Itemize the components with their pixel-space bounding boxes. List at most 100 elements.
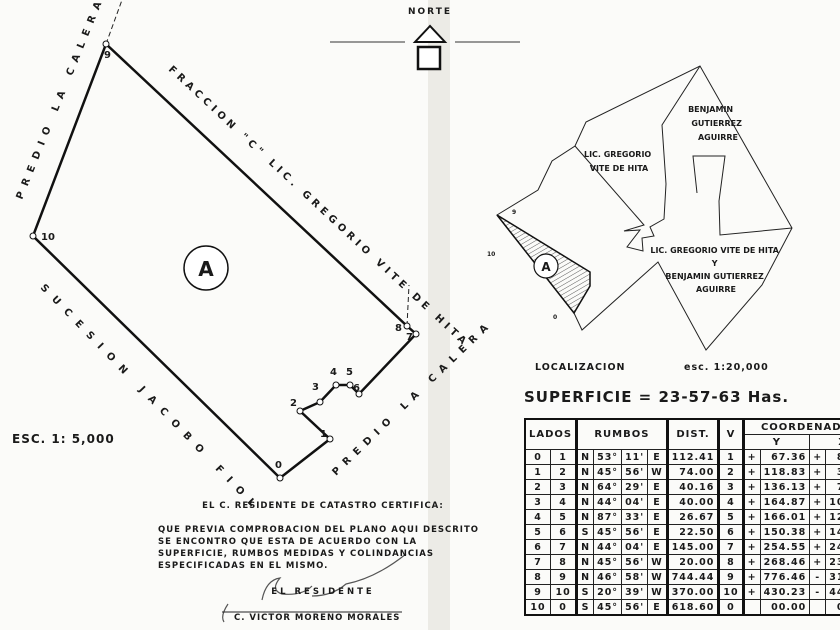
cell-y: 118.83	[759, 464, 811, 480]
cell-a: 9	[524, 584, 552, 600]
cell-sx: -	[809, 569, 827, 585]
cell-deg: 64°	[593, 479, 623, 495]
cell-sx: +	[809, 524, 827, 540]
cell-a: 8	[524, 569, 552, 585]
cell-sy: +	[741, 524, 761, 540]
cell-y: 150.38	[759, 524, 811, 540]
cell-x: 244.54	[825, 539, 840, 555]
vertex-marker	[355, 390, 363, 398]
vertex-label: 9	[104, 50, 111, 61]
vertex-label: 3	[312, 382, 319, 393]
vertex-marker	[102, 40, 110, 48]
cell-sy: +	[741, 509, 761, 525]
cell-ns: S	[575, 599, 595, 616]
vertex-label: 6	[353, 383, 360, 394]
cell-sy: +	[741, 494, 761, 510]
cell-ns: S	[575, 524, 595, 540]
location-scale: esc. 1:20,000	[684, 362, 769, 373]
cell-v: 0	[717, 599, 744, 616]
dashed-extension	[105, 0, 123, 45]
cell-v: 6	[717, 524, 744, 540]
cell-x: 444.48	[825, 584, 840, 600]
cell-ns: N	[575, 569, 595, 585]
cell-sx: +	[809, 479, 827, 495]
cell-y: 430.23	[759, 584, 811, 600]
cell-y: 776.46	[759, 569, 811, 585]
cell-sy: +	[741, 539, 761, 555]
cell-dist: 22.50	[665, 524, 720, 540]
cell-y: 136.13	[759, 479, 811, 495]
cell-b: 1	[550, 449, 578, 465]
cell-dist: 20.00	[665, 554, 720, 570]
cell-a: 2	[524, 479, 552, 495]
vertex-label: 0	[275, 460, 282, 471]
cell-min: 11'	[621, 449, 649, 465]
cell-ns: N	[575, 464, 595, 480]
cell-v: 9	[717, 569, 744, 585]
cell-min: 56'	[621, 554, 649, 570]
cell-ns: N	[575, 554, 595, 570]
cell-y: 164.87	[759, 494, 811, 510]
cell-b: 0	[550, 599, 578, 616]
cell-ns: N	[575, 509, 595, 525]
cell-ew: E	[647, 449, 668, 465]
cell-dist: 744.44	[665, 569, 720, 585]
cell-deg: 45°	[593, 524, 623, 540]
cell-min: 33'	[621, 509, 649, 525]
cell-ns: N	[575, 479, 595, 495]
cell-deg: 45°	[593, 464, 623, 480]
cell-b: 6	[550, 524, 578, 540]
cell-deg: 53°	[593, 449, 623, 465]
main-scale: ESC. 1: 5,000	[12, 432, 115, 446]
cell-a: 7	[524, 554, 552, 570]
cell-sx	[809, 599, 827, 616]
cell-ew: E	[647, 539, 668, 555]
vertex-label: 10	[41, 232, 55, 243]
cell-ew: W	[647, 464, 668, 480]
certification-role: EL RESIDENTE	[271, 587, 375, 597]
cell-a: 4	[524, 509, 552, 525]
cell-ns: S	[575, 584, 595, 600]
cell-sy: +	[741, 449, 761, 465]
cell-a: 6	[524, 539, 552, 555]
north-arrow-icon	[330, 24, 520, 71]
cell-sx: +	[809, 554, 827, 570]
cell-dist: 370.00	[665, 584, 720, 600]
cell-deg: 20°	[593, 584, 623, 600]
road-strip	[428, 0, 450, 630]
cell-x: 127.52	[825, 509, 840, 525]
cell-x: 73.06	[825, 479, 840, 495]
col-lados: LADOS	[524, 418, 578, 450]
cell-deg: 44°	[593, 494, 623, 510]
boundary-label-sw: SUCESION JACOBO FIOL	[38, 282, 263, 515]
parcel-label-shared: LIC. GREGORIO VITE DE HITA Y BENJAMIN GU…	[650, 246, 781, 294]
vertex-label: 8	[395, 323, 402, 334]
col-x: X	[809, 434, 840, 450]
cell-ew: W	[647, 569, 668, 585]
certification-heading: EL C. RESIDENTE DE CATASTRO CERTIFICA:	[202, 501, 444, 511]
cell-dist: 145.00	[665, 539, 720, 555]
parcel-label-benjamin: BENJAMIN GUTIERREZ AGUIRRE	[688, 105, 745, 142]
vertex-label: 5	[346, 367, 353, 378]
cell-ew: E	[647, 524, 668, 540]
vertex-marker	[316, 398, 324, 406]
north-label: NORTE	[408, 7, 452, 17]
cell-y: 00.00	[759, 599, 811, 616]
location-vertex-10: 10	[487, 251, 495, 258]
col-v: V	[717, 418, 744, 450]
cell-dist: 40.16	[665, 479, 720, 495]
cell-ew: E	[647, 494, 668, 510]
cell-dist: 40.00	[665, 494, 720, 510]
cell-sx: +	[809, 509, 827, 525]
cell-ew: W	[647, 554, 668, 570]
cell-min: 56'	[621, 524, 649, 540]
cell-ns: N	[575, 449, 595, 465]
cell-min: 58'	[621, 569, 649, 585]
cell-v: 4	[717, 494, 744, 510]
